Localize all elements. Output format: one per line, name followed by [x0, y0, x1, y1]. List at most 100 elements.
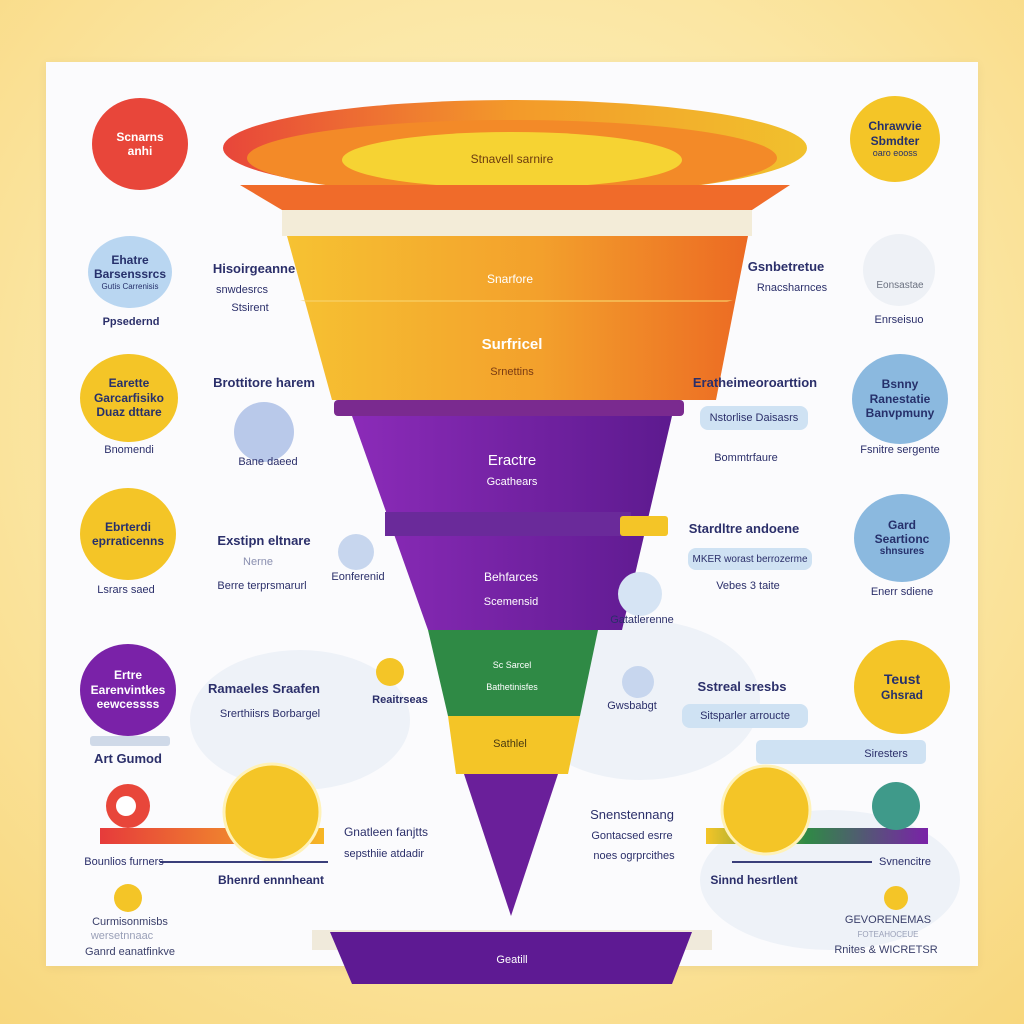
funnel-stage-upper — [287, 236, 748, 400]
circle-text: Scnarns — [116, 129, 164, 144]
right-circle-caption: Enrseisuo — [874, 314, 924, 326]
bottom-right-strong: Sinnd hesrtlent — [710, 873, 798, 887]
funnel-base-label: Geatill — [496, 954, 528, 966]
funnel-stage-yellow — [448, 716, 580, 774]
bottom-right-label: Gontacsed esrre — [591, 830, 673, 842]
left-bottom-bulb — [222, 762, 322, 862]
left-circle-caption: Art Gumod — [94, 751, 162, 766]
bottom-right-tag: Siresters — [864, 748, 908, 760]
mid-dot — [338, 534, 374, 570]
left-icon-circle — [234, 402, 294, 462]
circle-text: Gard — [887, 517, 916, 532]
circle-text: eprraticenns — [91, 534, 165, 548]
cloud-shape — [190, 650, 410, 790]
funnel-stage-title: Snarfore — [486, 272, 534, 286]
right-circle: Eonsastae — [864, 276, 936, 296]
bottom-left-strong: Bhenrd ennnheant — [217, 873, 325, 887]
circle-text: Chrawvie — [868, 119, 922, 134]
circle-text: anhi — [127, 144, 153, 158]
right-tag — [756, 740, 926, 764]
circle-text: Ertre — [113, 668, 142, 683]
bottom-left-line-label: Bounlios furners — [84, 856, 164, 868]
funnel-tray — [334, 400, 684, 416]
left-circle: Ertre Earenvintkes eewcessss — [80, 644, 176, 736]
left-tag — [90, 736, 170, 746]
circle-text: Eonsastae — [876, 280, 924, 291]
right-icon-circle — [863, 234, 935, 306]
right-label-title: Sstreal sresbs — [697, 679, 787, 694]
right-bottom-bulb — [720, 764, 812, 856]
mid-label: Reaitrseas — [372, 694, 428, 706]
circle-text: Duaz dttare — [96, 405, 162, 420]
mid-dot — [622, 666, 654, 698]
left-label-title: Exstipn eltnare — [217, 533, 311, 548]
circle-text: Gutis Carrenisis — [101, 281, 159, 291]
bottom-left-label: Gnatleen fanjtts — [343, 825, 429, 839]
left-label-sub: Stsirent — [231, 302, 269, 314]
bottom-right-foot: FOTEAHOCEUE — [857, 930, 919, 939]
circle-text: Seartionc — [874, 532, 930, 546]
funnel-stage-sub: Scemensid — [483, 596, 539, 608]
circle-text: Banvpmuny — [865, 406, 935, 421]
funnel-stage-title: Eractre — [487, 452, 537, 469]
circle-text: Earenvintkes — [90, 682, 166, 697]
funnel-rim-label: Stnavell sarnire — [470, 152, 554, 166]
funnel-opening — [342, 132, 682, 188]
bottom-left-dot — [114, 884, 142, 912]
mid-label: Gatatlerenne — [610, 614, 674, 626]
left-label-sub: Srerthiisrs Borbargel — [219, 708, 321, 720]
left-label-sub: Bane daeed — [238, 456, 298, 468]
bottom-left-label: sepsthiie atdadir — [343, 848, 425, 860]
circle-text: oaro eooss — [872, 147, 918, 158]
right-label-pill: Nstorlise Daisasrs — [700, 406, 808, 430]
bottom-right-dot — [884, 886, 908, 910]
circle-text: Ghsrad — [880, 688, 923, 703]
funnel-stage-title: Behfarces — [483, 570, 539, 584]
circle-text: shnsures — [879, 546, 925, 558]
left-circle: Earette Garcarfisiko Duaz dttare — [80, 354, 178, 442]
right-label-sub: Bommtrfaure — [714, 452, 778, 464]
funnel-divider — [300, 300, 733, 302]
funnel-divider — [385, 512, 631, 536]
right-circle-caption: Enerr sdiene — [870, 586, 934, 598]
right-circle-caption: Fsnitre sergente — [860, 444, 940, 456]
circle-text: Bsnny — [881, 377, 919, 392]
right-label-title: Gsnbetretue — [747, 259, 825, 274]
mid-dot — [618, 572, 662, 616]
bottom-right-label: Snenstennang — [590, 807, 674, 822]
circle-text: eewcessss — [96, 697, 160, 712]
circle-text: Ranestatie — [869, 391, 931, 406]
connector-tag — [620, 516, 668, 536]
right-bottom-dot — [872, 782, 920, 830]
right-label-pill: Sitsparler arroucte — [682, 704, 808, 728]
mid-label: Gwsbabgt — [607, 700, 657, 712]
funnel-stage-title: Surfricel — [481, 336, 543, 353]
funnel-stage-sub: Bathetinisfes — [486, 682, 538, 692]
circle-text: Sbmdter — [870, 133, 920, 148]
left-label-sub: Berre terprsmarurl — [217, 580, 307, 592]
base-stand — [330, 932, 692, 984]
left-label-sub: snwdesrcs — [216, 284, 268, 296]
funnel-stage-title: Sathlel — [493, 738, 527, 750]
left-circle: Ebrterdi eprraticenns — [80, 488, 176, 580]
bottom-right-foot: GEVORENEMAS — [844, 914, 932, 926]
left-label-title: Hisoirgeanne — [212, 261, 296, 276]
left-circle-caption: Ppsedernd — [102, 316, 160, 328]
mid-label: Eonferenid — [331, 571, 385, 583]
left-circle: Scnarns anhi — [92, 98, 188, 190]
funnel-stage-title: Sc Sarcel — [492, 660, 532, 670]
bottom-right-label: noes ogrprcithes — [593, 850, 675, 862]
right-circle: Teust Ghsrad — [854, 640, 950, 734]
right-label-title: Eratheimeoroarttion — [692, 375, 818, 390]
funnel-stage-sub: Srnettins — [490, 366, 534, 378]
circle-text: Barsenssrcs — [93, 267, 167, 282]
circle-text: Ehatre — [111, 252, 149, 267]
left-label-title: Brottitore harem — [213, 375, 315, 390]
mid-dot — [376, 658, 404, 686]
left-label-title: Ramaeles Sraafen — [207, 681, 321, 696]
funnel-stage-sub: Gcathears — [486, 476, 538, 488]
bottom-left-foot: Ganrd eanatfinkve — [85, 946, 175, 958]
funnel-band — [240, 185, 790, 210]
right-label-title: Stardltre andoene — [688, 521, 800, 536]
right-label-pill: MKER worast berrozerme — [688, 548, 812, 570]
